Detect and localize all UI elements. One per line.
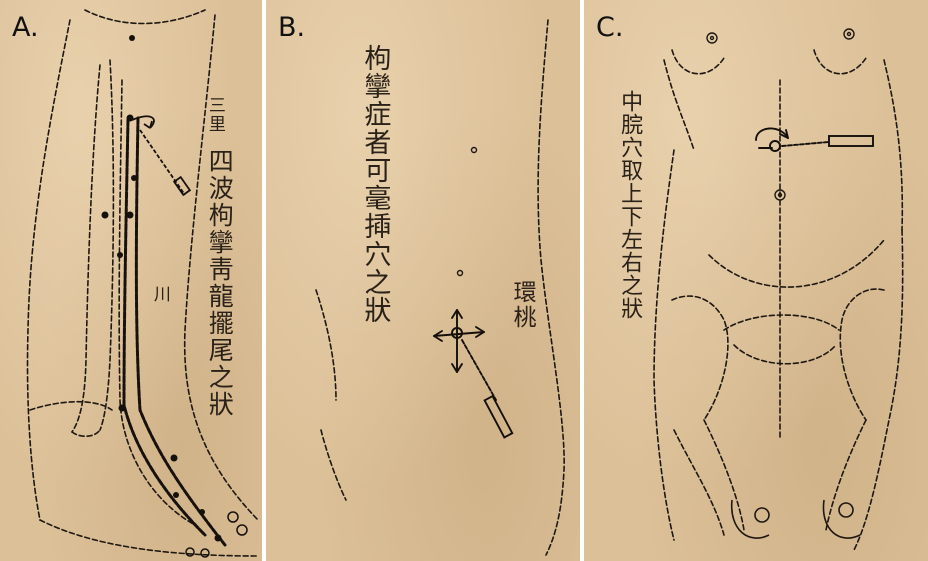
panel-c-caption: 中脘穴取上下左右之狀 <box>618 90 641 320</box>
panel-a-mark-sanli: 三里 <box>205 96 223 134</box>
panel-b-caption: 枸攣症者可毫揷穴之狀 <box>360 44 388 324</box>
panel-a-label: A. <box>12 14 39 41</box>
panel-b-point-label: 環桃 <box>510 280 534 330</box>
panel-b-label: B. <box>278 14 305 41</box>
panel-c-label: C. <box>596 14 623 41</box>
panel-a-mark-chuan: 川 <box>150 285 168 304</box>
panel-a: A. 三里 川 四波枸攣靑龍擺尾之狀 <box>0 0 262 561</box>
panel-a-caption: 四波枸攣靑龍擺尾之狀 <box>206 148 232 418</box>
